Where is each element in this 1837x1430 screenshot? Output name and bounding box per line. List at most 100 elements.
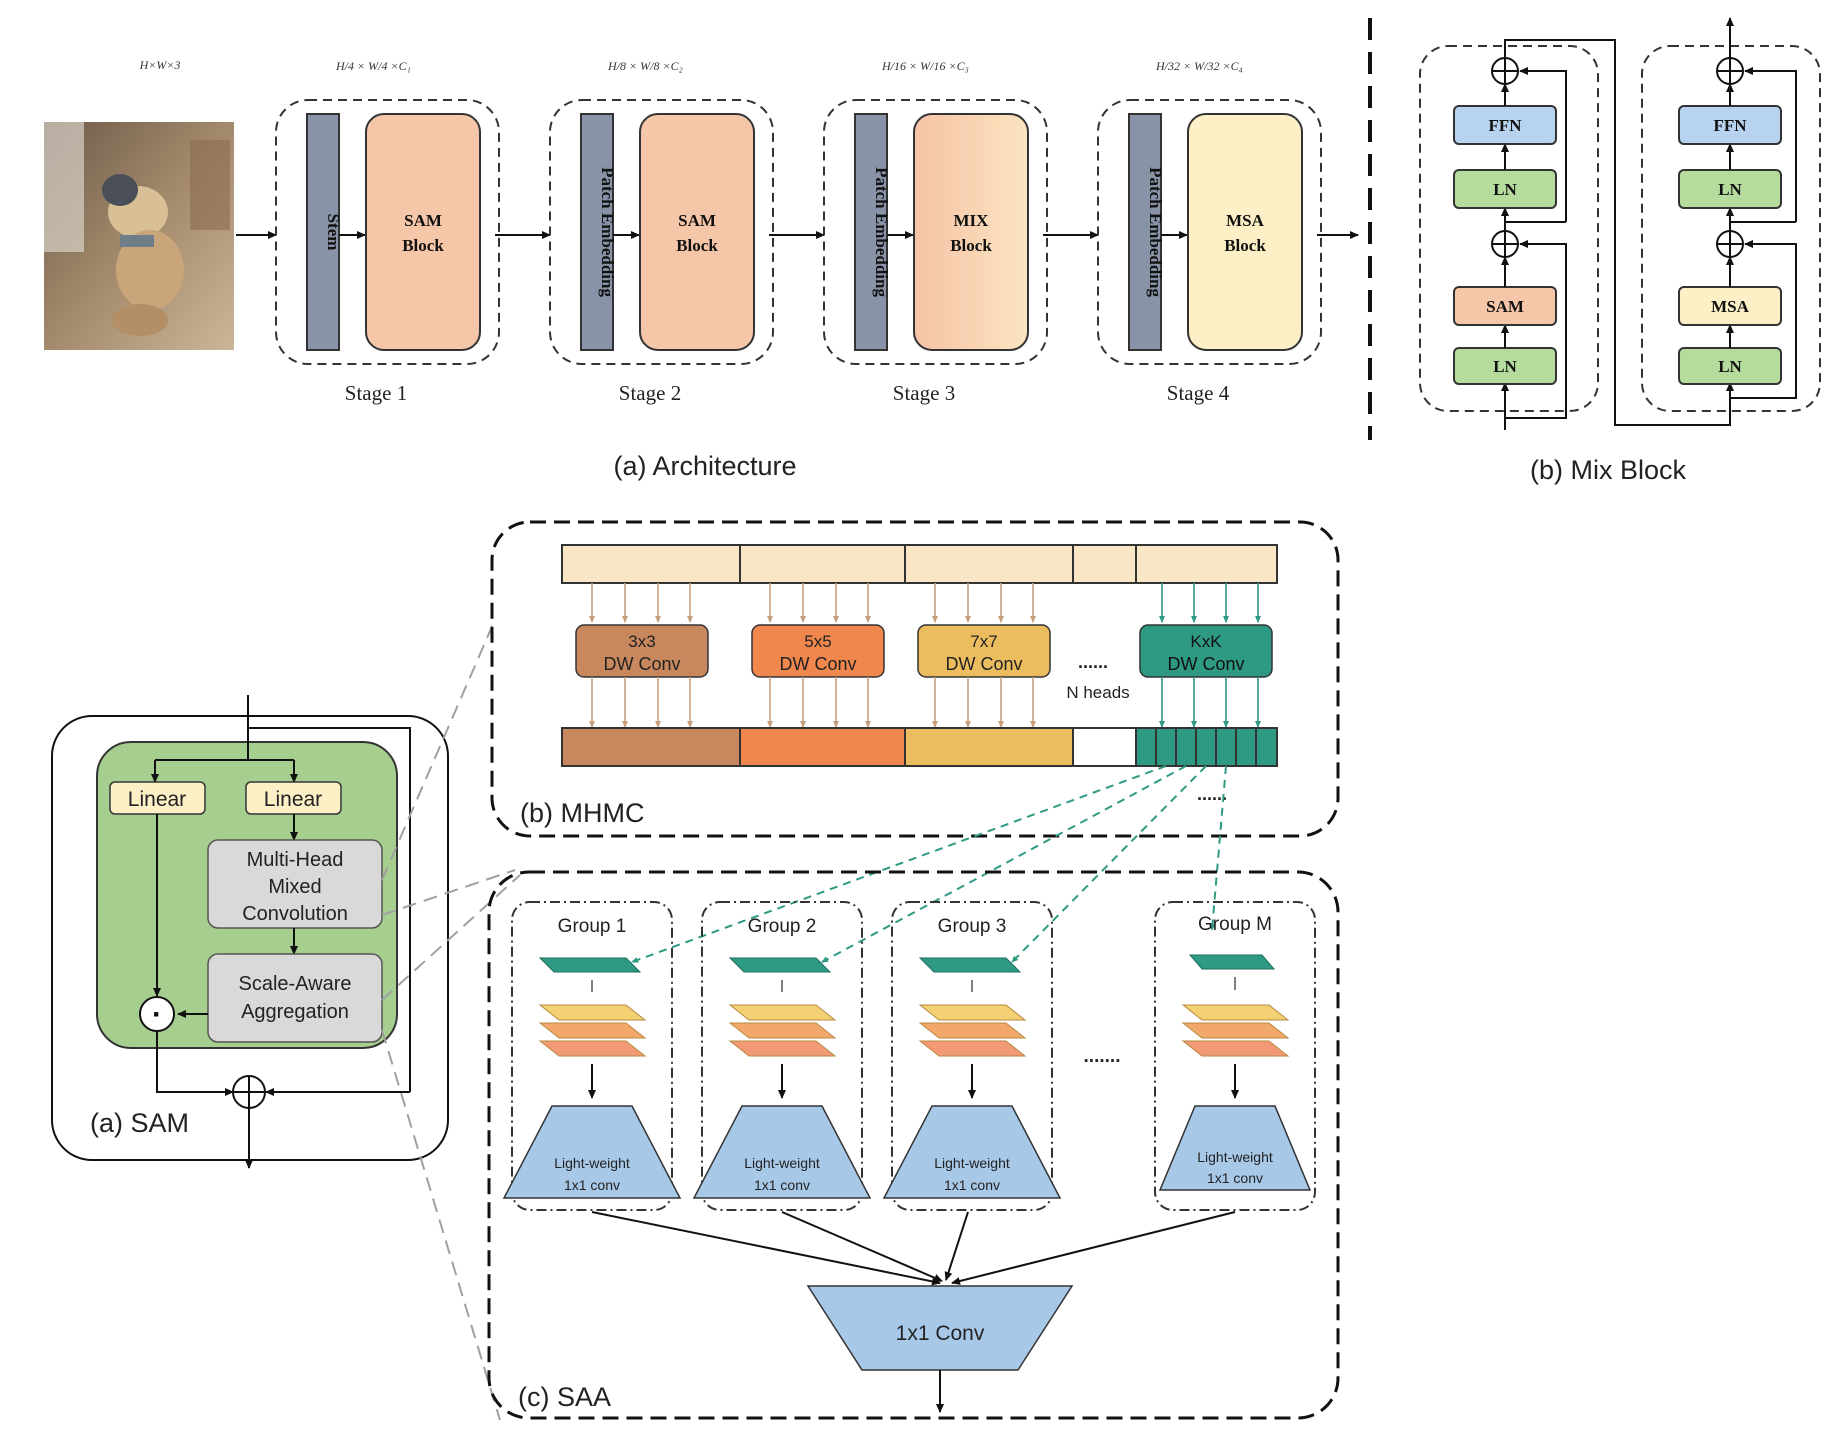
mix-right-msa-label: MSA [1711,297,1750,316]
mhmc-output-features [561,727,1278,767]
sam-panel: Linear Linear Multi-Head Mixed Convoluti… [51,695,449,1169]
mhmc-head-7x7 [917,624,1051,678]
input-dog-image [44,122,234,350]
saa-group-2-frame [701,901,863,1211]
stage-1: H/4 × W/4 ×C₁ Stem SAM Block Stage 1 [275,59,500,405]
mhmc-head-7x7-size: 7x7 [970,632,997,651]
stage-3-mix-block [913,113,1029,351]
mix-block-panel: LN SAM LN FFN LN MSA LN [1419,17,1821,485]
mhmc-head-5x5-name: DW Conv [779,654,856,674]
mhmc-head-5x5-size: 5x5 [804,632,831,651]
stage-4-block-line1: MSA [1226,211,1265,230]
saa-group-2-lw-line1: Light-weight [744,1155,820,1171]
stage-2-sam-block [639,113,755,351]
stage-2-block-line1: SAM [678,211,716,230]
saa-group-2-contents: Light-weight 1x1 conv [692,957,872,1199]
mix-left-ln-bottom-label: LN [1493,357,1517,376]
saa-group-1-lw-line1: Light-weight [554,1155,630,1171]
stage-1-sam-block [365,113,481,351]
saa-group-3-label: Group 3 [938,916,1007,937]
stage-4-label: Stage 4 [1167,381,1230,405]
mhmc-ellipsis-bottom: ...... [1197,784,1227,804]
saa-final-conv [806,1285,1074,1371]
mhmc-head-kxk-size: KxK [1190,632,1222,651]
sam-mhmc-line3: Convolution [242,903,348,925]
saa-group-1-label: Group 1 [558,916,627,937]
stage-1-block-line2: Block [402,236,444,255]
stage-3-embed-label: Patch Embedding [872,167,891,297]
sam-linear-left-label: Linear [128,788,186,811]
saa-group-3-lw-line2: 1x1 conv [944,1177,1000,1193]
saa-final-conv-label: 1x1 Conv [896,1322,985,1345]
stage-2-label: Stage 2 [619,381,681,405]
sam-multiply-symbol: · [152,998,162,1031]
sam-mhmc-line2: Mixed [268,876,321,898]
stage-1-label: Stage 1 [345,381,407,405]
stage-3-patch-embedding [854,113,888,351]
stage-4-dims: H/32 × W/32 ×C₄ [1155,59,1243,73]
mix-left-ln-top-label: LN [1493,180,1517,199]
caption-architecture: (a) Architecture [613,451,796,481]
mix-left-ffn-label: FFN [1488,116,1522,135]
caption-saa: (c) SAA [518,1382,611,1412]
saa-group-m-contents: Light-weight 1x1 conv [1158,954,1312,1191]
stage-1-stem-label: Stem [324,214,343,251]
sam-mhmc-line1: Multi-Head [247,849,344,871]
caption-mix-block: (b) Mix Block [1530,455,1687,485]
stage-4-frame [1097,99,1322,365]
group-mapping-lines [631,765,1227,963]
stage-2-patch-embedding [580,113,614,351]
mhmc-head-3x3-name: DW Conv [603,654,680,674]
saa-frame [487,870,1340,1420]
saa-group-m-label: Group M [1198,914,1272,935]
mix-right-ffn-label: FFN [1713,116,1747,135]
saa-ellipsis: ....... [1084,1046,1121,1067]
caption-sam: (a) SAM [90,1108,189,1138]
saa-group-2-lw-line2: 1x1 conv [754,1177,810,1193]
saa-group-m-frame [1154,901,1316,1211]
stage-4-msa-block [1187,113,1303,351]
input-dims-label: H×W×3 [139,58,181,72]
mhmc-head-kxk [1139,624,1273,678]
stage-2-embed-label: Patch Embedding [598,167,617,297]
saa-group-m-lw-line1: Light-weight [1197,1149,1273,1165]
saa-group-2-label: Group 2 [748,916,817,937]
caption-mhmc: (b) MHMC [520,798,644,828]
stage-4: H/32 × W/32 ×C₄ Patch Embedding MSA Bloc… [1097,59,1322,405]
stage-1-stem [306,113,340,351]
stage-3-frame [823,99,1048,365]
stage-4-embed-label: Patch Embedding [1146,167,1165,297]
mhmc-head-3x3-size: 3x3 [628,632,655,651]
sam-saa-line1: Scale-Aware [238,973,351,995]
mhmc-ellipsis: ...... [1078,652,1108,672]
sam-linear-right-label: Linear [264,788,322,811]
mix-right-ln-top-label: LN [1718,180,1742,199]
architecture-panel: H×W×3 H/4 × W/4 ×C₁ Stem SAM Block Stage… [44,58,1359,481]
stage-1-frame [275,99,500,365]
stage-1-dims: H/4 × W/4 ×C₁ [335,59,411,73]
mhmc-panel: 3x3 DW Conv 5x5 DW Conv 7x7 DW Conv ....… [490,520,1340,838]
saa-group-m-lw-line2: 1x1 conv [1207,1170,1263,1186]
saa-group-3-contents: Light-weight 1x1 conv [882,957,1062,1199]
mix-right-ln-bottom-label: LN [1718,357,1742,376]
mhmc-head-kxk-name: DW Conv [1167,654,1244,674]
stage-2-frame [549,99,774,365]
stage-3-dims: H/16 × W/16 ×C₃ [881,59,969,73]
mhmc-head-7x7-name: DW Conv [945,654,1022,674]
stage-3-block-line1: MIX [954,211,990,230]
saa-group-3-lw-line1: Light-weight [934,1155,1010,1171]
stage-4-block-line2: Block [1224,236,1266,255]
mix-left-frame [1419,45,1599,412]
saa-group-1-contents: Light-weight 1x1 conv [502,957,682,1199]
stage-4-patch-embedding [1128,113,1162,351]
mhmc-n-heads: N heads [1066,683,1129,702]
stage-1-block-line1: SAM [404,211,442,230]
sam-saa-box [207,953,383,1043]
stage-2: H/8 × W/8 ×C₂ Patch Embedding SAM Block … [549,59,774,405]
mhmc-head-5x5 [751,624,885,678]
saa-panel: Group 1 Group 2 Group 3 Group M Light-we… [487,870,1340,1420]
saa-group-1-lw-line2: 1x1 conv [564,1177,620,1193]
saa-group-1-frame [511,901,673,1211]
mix-left-sam-label: SAM [1486,297,1524,316]
